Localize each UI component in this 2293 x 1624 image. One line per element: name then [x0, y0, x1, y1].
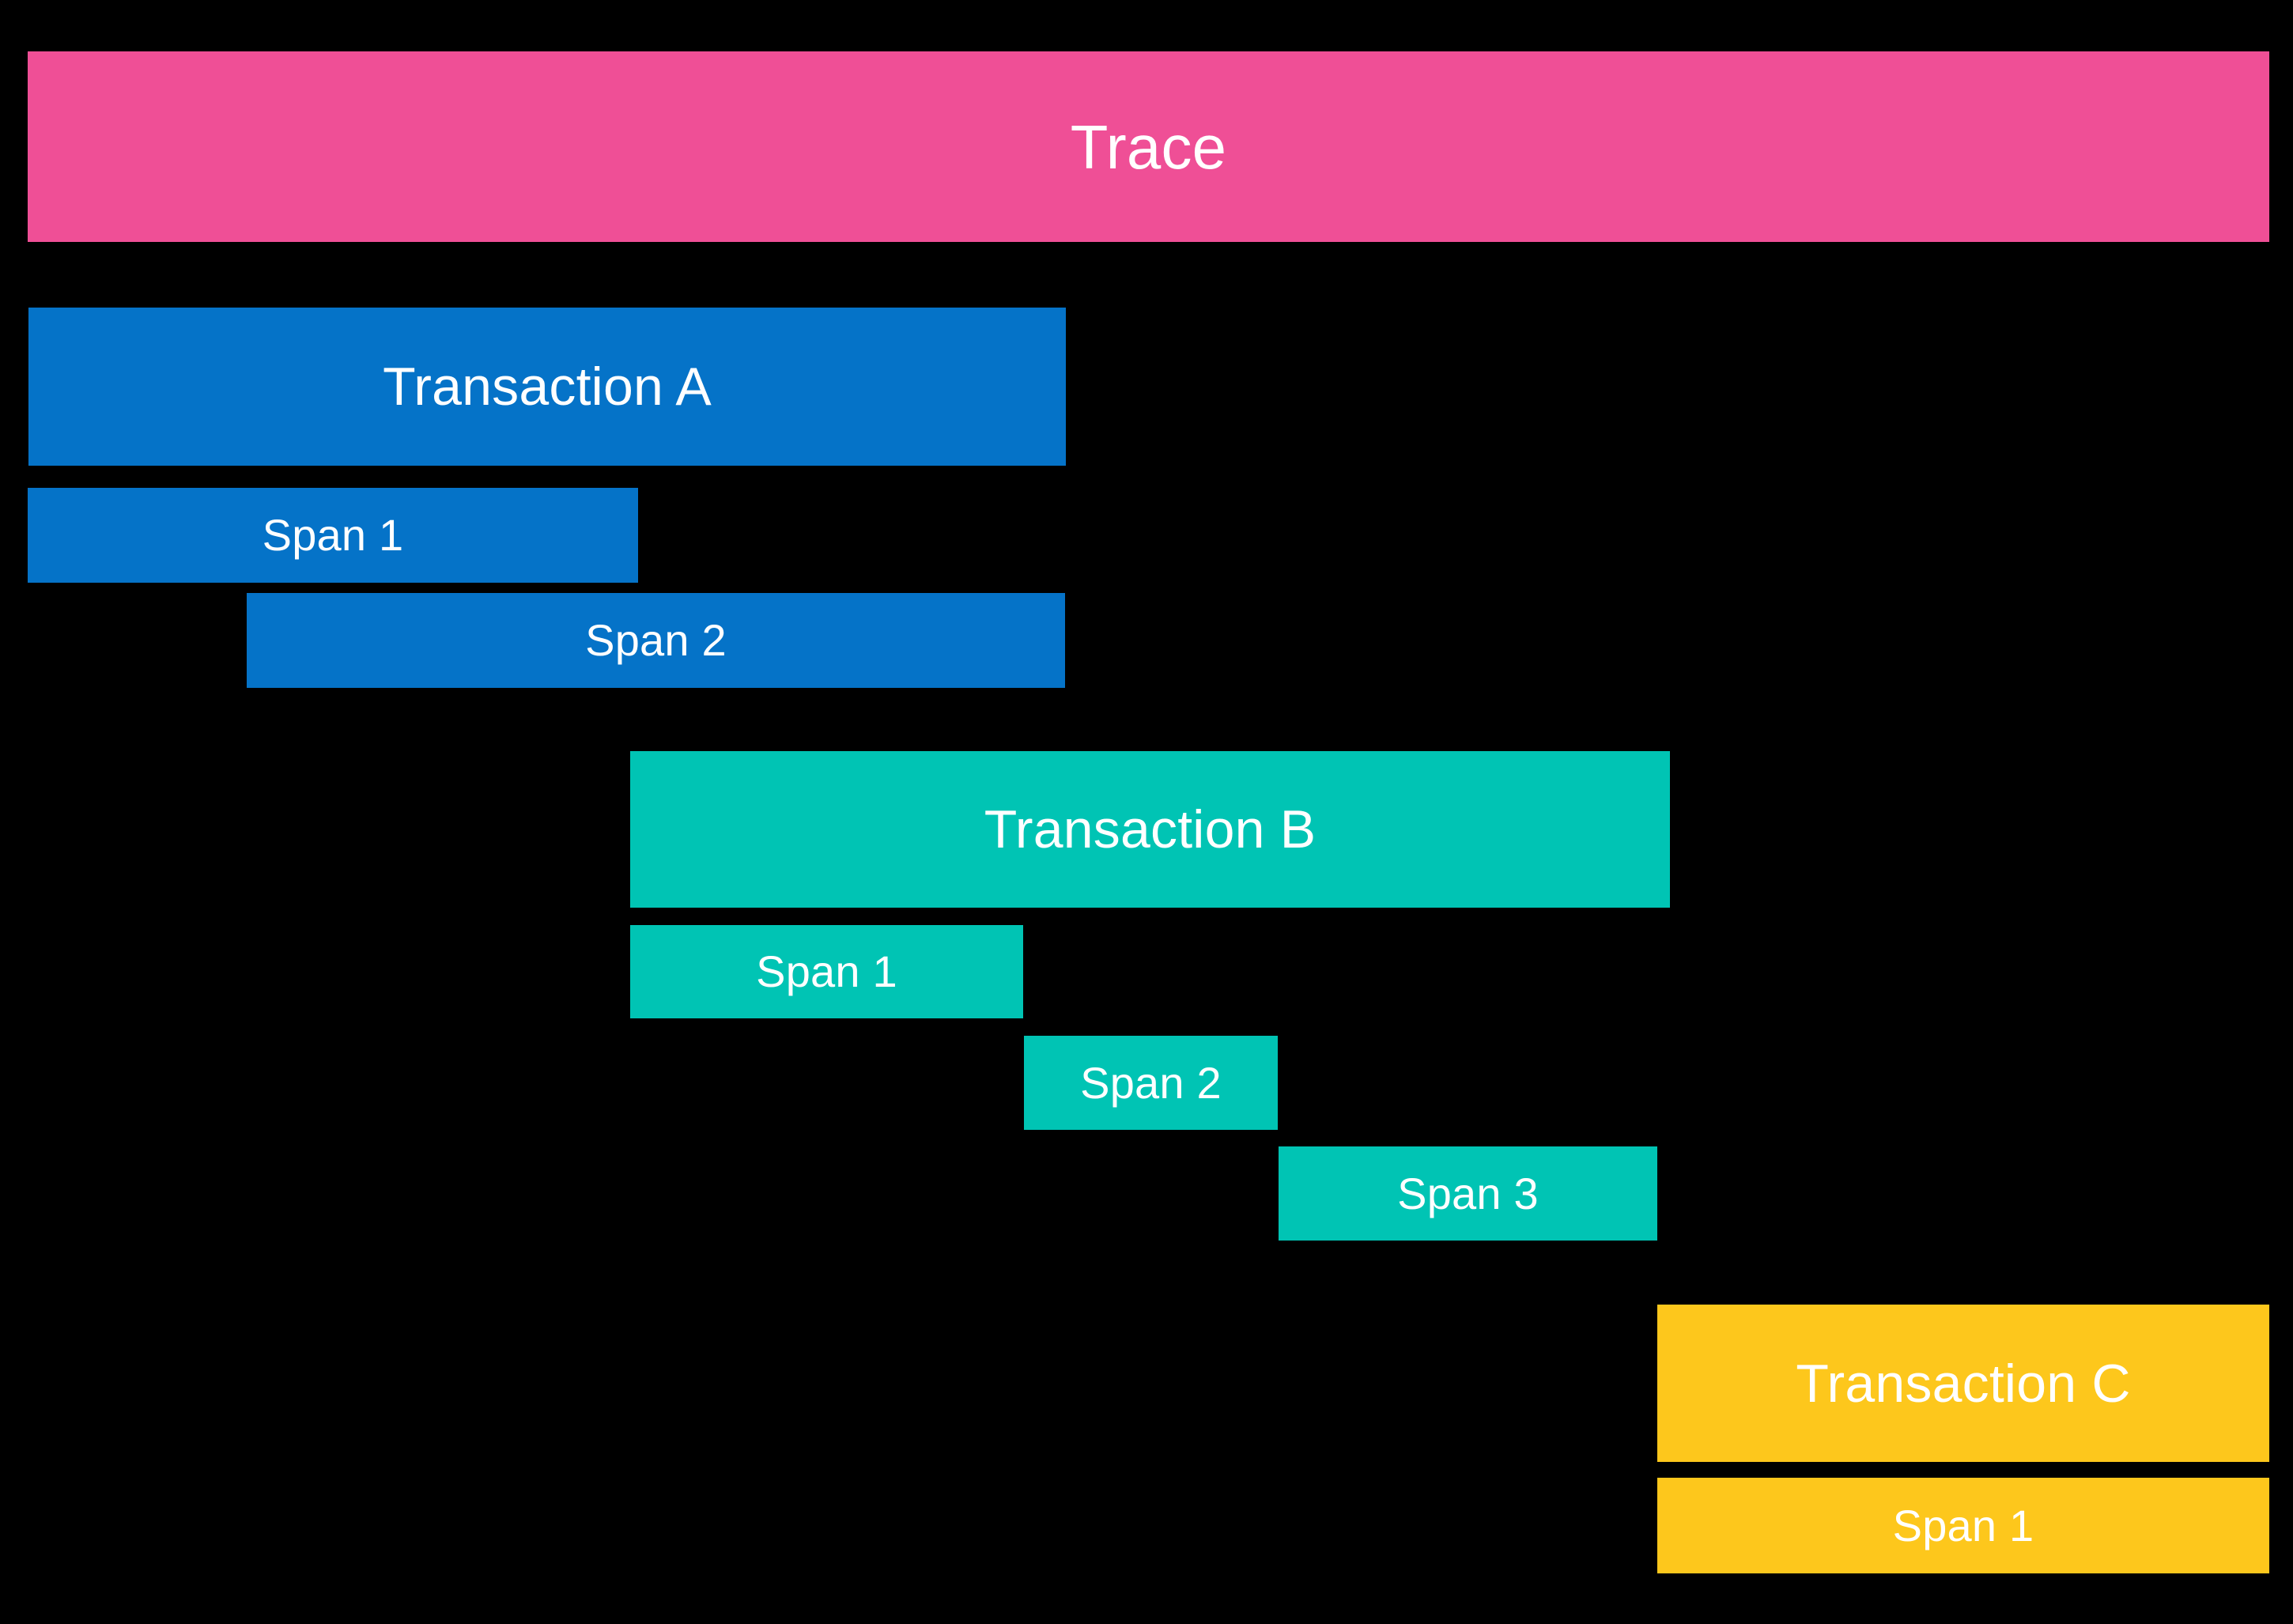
bar-transaction-a-span-1: Span 1: [28, 488, 638, 583]
bar-transaction-b-span-2: Span 2: [1024, 1036, 1278, 1130]
bar-transaction-b: Transaction B: [630, 751, 1670, 908]
bar-transaction-b-span-3: Span 3: [1279, 1146, 1657, 1241]
bar-label-transaction-a-span-2: Span 2: [585, 615, 727, 665]
bar-label-transaction-b: Transaction B: [984, 799, 1316, 859]
bar-transaction-c-span-1: Span 1: [1657, 1478, 2269, 1573]
bar-label-transaction-b-span-2: Span 2: [1080, 1057, 1222, 1108]
bar-label-transaction-a: Transaction A: [383, 357, 712, 417]
bar-trace: Trace: [28, 51, 2269, 242]
bar-label-transaction-c: Transaction C: [1796, 1353, 2131, 1414]
bar-transaction-a-span-2: Span 2: [247, 593, 1065, 688]
bar-transaction-b-span-1: Span 1: [630, 925, 1023, 1018]
bar-transaction-c: Transaction C: [1657, 1305, 2269, 1462]
bar-label-transaction-b-span-3: Span 3: [1397, 1168, 1539, 1218]
bar-label-trace: Trace: [1070, 111, 1227, 182]
bar-transaction-a: Transaction A: [28, 308, 1066, 466]
bar-label-transaction-a-span-1: Span 1: [262, 510, 404, 560]
bar-label-transaction-c-span-1: Span 1: [1892, 1500, 2034, 1550]
bar-label-transaction-b-span-1: Span 1: [756, 946, 897, 996]
